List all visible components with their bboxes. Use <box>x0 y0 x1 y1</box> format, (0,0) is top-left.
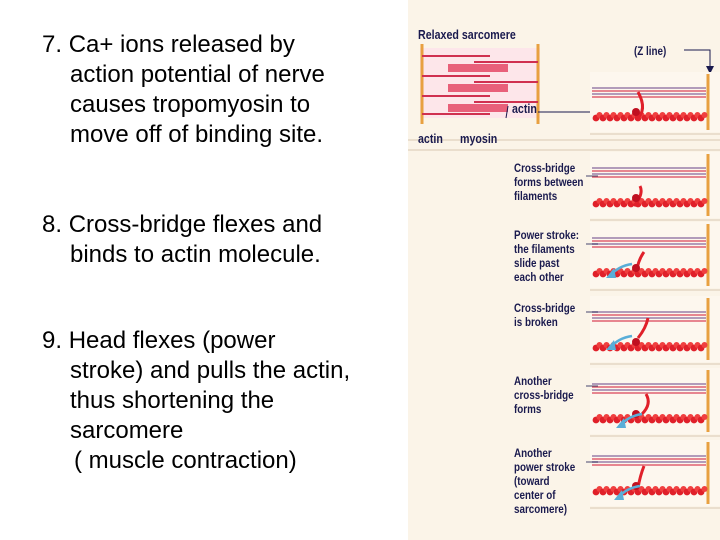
sarcomere-figure: Relaxed sarcomere (Z line) actin actin m… <box>408 0 720 540</box>
filament-panel <box>590 296 720 362</box>
step-label-line: Another <box>514 374 552 388</box>
step-label-line: is broken <box>514 315 558 329</box>
point-line: thus shortening the <box>70 387 275 414</box>
point-text: Ca+ ions released by <box>68 31 295 58</box>
step-label-line: cross-bridge <box>514 388 574 402</box>
step-label-line: sarcomere) <box>514 502 568 516</box>
filament-panel <box>590 222 720 288</box>
actin-bead <box>701 486 708 492</box>
myosin-label: myosin <box>460 131 498 146</box>
point-text: Head flexes (power <box>68 327 276 354</box>
step-label-line: (toward <box>514 474 550 488</box>
point-line: binds to actin molecule. <box>70 241 321 268</box>
point-line: causes tropomyosin to <box>70 91 311 118</box>
motion-arrowhead <box>606 268 616 278</box>
step-label: Cross-bridge forms between filaments <box>514 161 583 203</box>
step-label-line: Another <box>514 446 552 460</box>
point-line: ( muscle contraction) <box>74 447 297 474</box>
cross-bridge <box>636 317 650 339</box>
actin-bead <box>701 112 708 118</box>
actin-bead <box>701 342 708 348</box>
point-8: 8. Cross-bridge flexes and binds to acti… <box>42 210 322 270</box>
cross-bridge-head <box>632 194 640 202</box>
point-9: 9. Head flexes (power stroke) and pulls … <box>42 326 350 476</box>
filament-panel <box>590 72 720 132</box>
step-label-line: center of <box>514 488 556 502</box>
step-label-line: forms <box>514 402 542 416</box>
step-label-line: power stroke <box>514 460 576 474</box>
step-label-line: forms between <box>514 175 584 189</box>
point-line: 9. Head flexes (power <box>42 326 350 356</box>
actin-bead <box>701 268 708 274</box>
step-label-line: filaments <box>514 189 558 203</box>
point-text: Cross-bridge flexes and <box>68 211 323 238</box>
step-label: Another cross-bridge forms <box>514 374 574 416</box>
motion-arrowhead <box>616 418 626 428</box>
cross-bridge <box>640 393 650 416</box>
actin-bead <box>701 198 708 204</box>
actin-bead <box>701 414 708 420</box>
step-label: Another power stroke (toward center of s… <box>514 446 575 516</box>
step-panels <box>586 72 720 509</box>
step-label-line: Cross-bridge <box>514 161 576 175</box>
relaxed-sarcomere-diagram <box>420 44 601 124</box>
actin-label: actin <box>512 101 537 116</box>
point-line: sarcomere <box>70 417 184 444</box>
filament-panel <box>590 440 720 506</box>
filament-panel <box>590 368 720 434</box>
step-label-line: Cross-bridge <box>514 301 576 315</box>
cross-bridge-head <box>632 338 640 346</box>
point-line: 8. Cross-bridge flexes and <box>42 210 322 240</box>
cross-bridge-head <box>632 108 640 116</box>
figure-title: Relaxed sarcomere <box>418 27 516 42</box>
motion-arrowhead <box>606 340 616 350</box>
point-line: action potential of nerve <box>70 61 325 88</box>
filament-panel <box>590 152 720 218</box>
step-label: Power stroke: the filaments slide past e… <box>514 228 579 284</box>
point-line: move off of binding site. <box>70 121 324 148</box>
point-number: 9. <box>42 327 63 354</box>
step-label-line: the filaments <box>514 242 575 256</box>
point-number: 8. <box>42 211 63 238</box>
point-number: 7. <box>42 31 63 58</box>
step-label-line: slide past <box>514 256 560 270</box>
z-line-label: (Z line) <box>634 44 667 58</box>
step-label-line: Power stroke: <box>514 228 580 242</box>
cross-bridge <box>632 185 643 207</box>
sarcomere-illustration <box>408 44 720 509</box>
point-line: 7. Ca+ ions released by <box>42 30 325 60</box>
step-label: Cross-bridge is broken <box>514 301 575 329</box>
cross-bridge-head <box>632 264 640 272</box>
cross-bridge <box>634 91 644 122</box>
motion-arrowhead <box>614 490 624 500</box>
point-7: 7. Ca+ ions released by action potential… <box>42 30 325 150</box>
point-line: stroke) and pulls the actin, <box>70 357 351 384</box>
step-label-line: each other <box>514 270 564 284</box>
actin-label-left: actin <box>418 131 443 146</box>
